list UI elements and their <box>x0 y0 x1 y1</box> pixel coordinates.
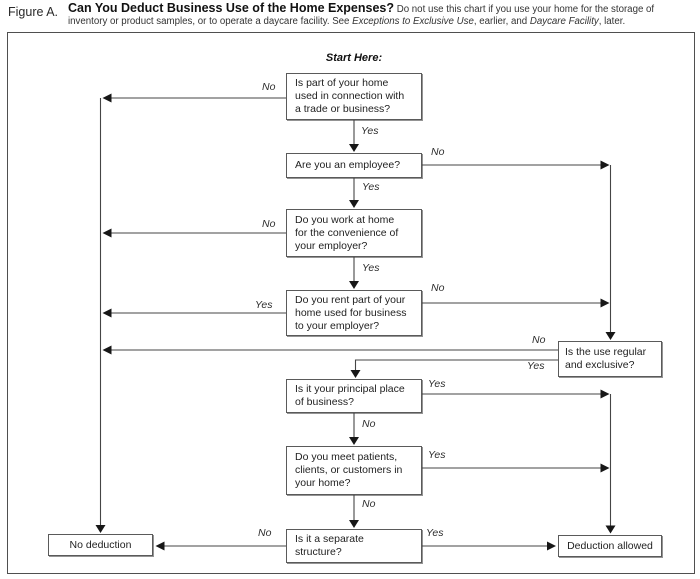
node-no-deduction: No deduction <box>48 534 153 556</box>
edge-label-principal-yes: Yes <box>428 378 446 390</box>
start-here-label: Start Here: <box>325 52 383 64</box>
node-q-regular-exclusive: Is the use regular and exclusive? <box>558 341 662 377</box>
edge-label-exclusive-yes: Yes <box>527 360 545 372</box>
node-q-separate-structure: Is it a separate structure? <box>286 529 422 563</box>
edge-label-patients-no: No <box>362 498 376 510</box>
edge-label-rent-no: No <box>431 282 445 294</box>
edge-label-home-yes: Yes <box>361 125 379 137</box>
figure-title: Can You Deduct Business Use of the Home … <box>68 1 395 15</box>
edge-label-employee-no: No <box>431 146 445 158</box>
edge-label-convenience-yes: Yes <box>362 262 380 274</box>
edge-label-separate-no: No <box>258 527 272 539</box>
edge-label-rent-yes: Yes <box>255 299 273 311</box>
edge-label-home-no: No <box>262 81 276 93</box>
node-q-employee: Are you an employee? <box>286 153 422 178</box>
figure-description: Do not use this chart if you use your ho… <box>68 4 655 27</box>
node-q-convenience-employer: Do you work at home for the convenience … <box>286 209 422 257</box>
node-q-rent-to-employer: Do you rent part of your home used for b… <box>286 290 422 336</box>
edge-label-principal-no: No <box>362 418 376 430</box>
edge-label-employee-yes: Yes <box>362 181 380 193</box>
edge-label-patients-yes: Yes <box>428 449 446 461</box>
edge-label-convenience-no: No <box>262 218 276 230</box>
node-q-home-trade-business: Is part of your home used in connection … <box>286 73 422 120</box>
figure-label: Figure A. <box>8 5 59 19</box>
edge-label-exclusive-no: No <box>532 334 546 346</box>
figure-caption: Can You Deduct Business Use of the Home … <box>68 1 696 27</box>
node-q-meet-patients: Do you meet patients, clients, or custom… <box>286 446 422 495</box>
node-q-principal-place: Is it your principal place of business? <box>286 379 422 413</box>
edge-label-separate-yes: Yes <box>426 527 444 539</box>
node-deduction-allowed: Deduction allowed <box>558 535 662 557</box>
